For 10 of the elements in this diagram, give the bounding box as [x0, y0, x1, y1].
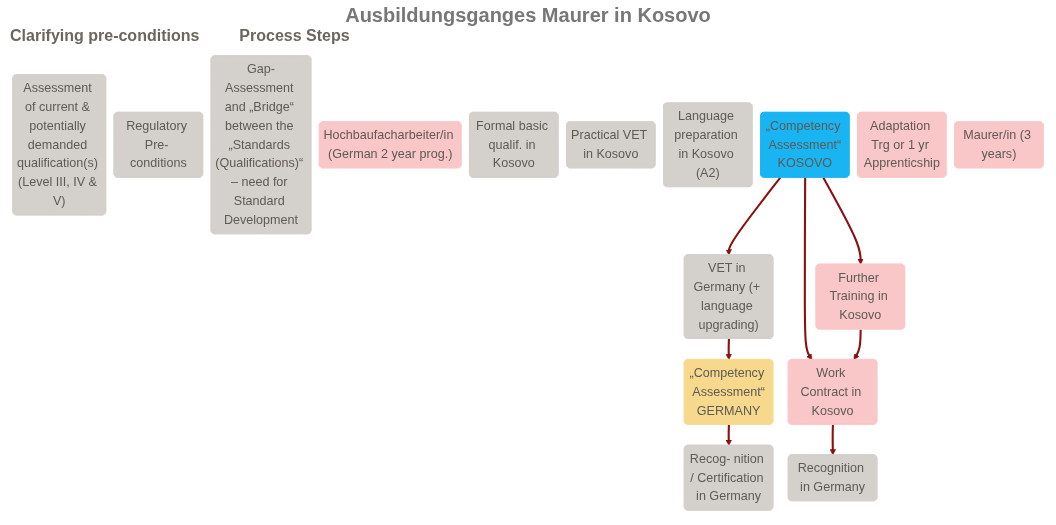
section-heading: Clarifying pre-conditions: [10, 27, 200, 45]
arrow: [803, 177, 813, 361]
arrow: [822, 177, 864, 265]
arrow: [725, 424, 732, 446]
arrow: [725, 338, 732, 361]
arrow: [853, 329, 862, 361]
arrow: [829, 424, 836, 456]
diagram-title: Ausbildungsganges Maurer in Kosovo: [344, 4, 712, 27]
section-heading: Process Steps: [239, 27, 350, 45]
arrow: [725, 176, 782, 256]
